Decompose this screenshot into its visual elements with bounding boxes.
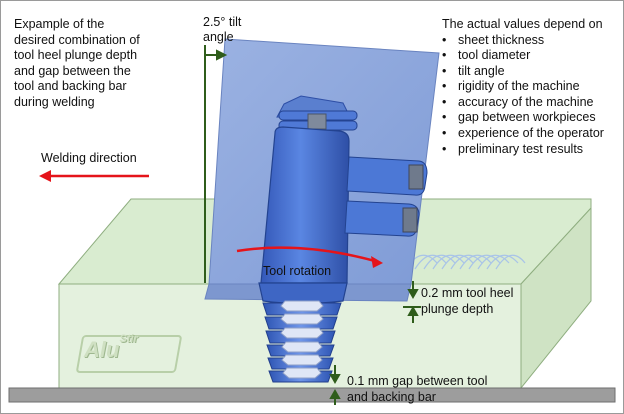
tool-shoulder — [258, 282, 348, 305]
factors-list: sheet thickness tool diameter tilt angle… — [442, 33, 622, 158]
intro-line: during welding — [14, 94, 95, 109]
factor-item: rigidity of the machine — [442, 79, 622, 95]
welding-direction-arrow — [39, 170, 149, 182]
gap-marker — [329, 365, 341, 405]
factor-item: tool diameter — [442, 48, 622, 64]
intro-text: Expample of the desired combination of t… — [14, 17, 204, 110]
tilt-line: angle — [203, 30, 234, 44]
tool-rotation-label: Tool rotation — [263, 264, 332, 278]
tool-clamp-lower — [344, 200, 420, 237]
alustir-logo: AluStir — [84, 333, 138, 363]
factor-item: gap between workpieces — [442, 110, 622, 126]
factor-item: accuracy of the machine — [442, 95, 622, 111]
tilt-angle-label: 2.5° tilt angle — [203, 15, 241, 45]
factor-item: preliminary test results — [442, 142, 622, 158]
tool-rotation-arrow — [236, 246, 383, 268]
intro-line: Expample of the — [14, 17, 105, 31]
welding-direction-label: Welding direction — [41, 151, 137, 165]
gap-line: and backing bar — [347, 390, 436, 404]
factor-item: tilt angle — [442, 64, 622, 80]
factors-panel: The actual values depend on sheet thickn… — [442, 17, 622, 157]
factor-item: experience of the operator — [442, 126, 622, 142]
weld-seam-ripples — [405, 254, 526, 270]
logo-sup: Stir — [119, 333, 138, 345]
intro-line: tool and backing bar — [14, 79, 127, 93]
gap-label: 0.1 mm gap between tool and backing bar — [347, 373, 487, 405]
tool-shank — [260, 126, 350, 284]
factor-item: sheet thickness — [442, 33, 622, 49]
workpiece-right-face — [520, 206, 592, 390]
tool-pin — [262, 300, 342, 383]
intro-line: and gap between the — [14, 63, 131, 78]
plunge-depth-marker — [403, 281, 421, 323]
plunge-line: 0.2 mm tool heel — [421, 286, 514, 300]
tilt-angle-indicator — [204, 45, 228, 283]
plunge-line: plunge depth — [421, 302, 494, 316]
gap-line: 0.1 mm gap between tool — [347, 374, 488, 388]
tilt-line: 2.5° tilt — [203, 15, 242, 29]
tool-clamp-upper — [346, 156, 428, 196]
backing-bar — [8, 387, 616, 403]
plunge-depth-label: 0.2 mm tool heel plunge depth — [421, 285, 513, 317]
intro-line: tool heel plunge depth — [14, 48, 138, 62]
intro-line: desired combination of — [14, 32, 140, 47]
logo-main: Alu — [84, 337, 120, 362]
factors-title: The actual values depend on — [442, 17, 603, 31]
